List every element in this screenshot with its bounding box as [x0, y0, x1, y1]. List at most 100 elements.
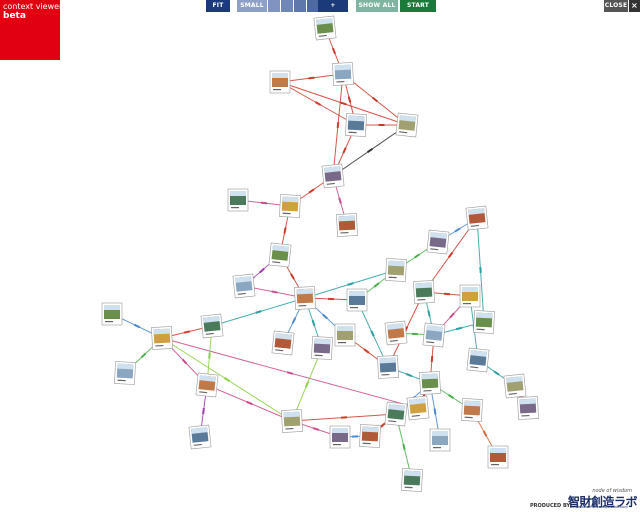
link-direction-marker	[479, 266, 482, 274]
photo-node[interactable]	[503, 373, 527, 399]
link-direction-marker	[363, 348, 370, 354]
photo-node[interactable]	[321, 163, 345, 189]
photo-sky	[272, 73, 288, 78]
link-direction-marker	[380, 422, 386, 428]
photo-node[interactable]	[459, 284, 481, 308]
size-step-4[interactable]	[307, 0, 319, 12]
link-direction-marker	[427, 310, 431, 317]
photo-sky	[388, 260, 405, 267]
size-step-1[interactable]	[268, 0, 280, 12]
photo-node[interactable]	[377, 355, 399, 379]
photo-sky	[387, 323, 404, 330]
photo-node[interactable]	[401, 468, 423, 492]
link-direction-marker	[447, 251, 454, 259]
link-direction-marker	[336, 121, 340, 129]
photo-node[interactable]	[311, 336, 333, 360]
photo-node[interactable]	[195, 372, 219, 398]
photo-node[interactable]	[101, 302, 123, 326]
photo-node[interactable]	[426, 229, 450, 255]
photo-node[interactable]	[200, 313, 224, 339]
photo-node[interactable]	[329, 425, 351, 449]
photo-node[interactable]	[346, 288, 368, 312]
link-direction-marker	[259, 267, 265, 274]
size-step-2[interactable]	[281, 0, 293, 12]
link-direction-marker	[246, 400, 253, 406]
link-direction-marker	[308, 76, 315, 80]
photo-node[interactable]	[151, 326, 173, 350]
photo-caption-mark	[273, 89, 281, 91]
photo-caption-mark	[336, 80, 345, 83]
photo-sky	[462, 287, 478, 292]
photo-caption-mark	[389, 339, 398, 342]
photo-node[interactable]	[487, 445, 509, 469]
photo-node[interactable]	[334, 323, 356, 347]
photo-node[interactable]	[384, 401, 408, 427]
photo-caption-mark	[476, 328, 485, 331]
photo-caption-mark	[388, 420, 397, 423]
photo-node[interactable]	[345, 113, 367, 137]
photo-sky	[362, 426, 379, 433]
photo-sky	[432, 431, 448, 436]
photo-caption-mark	[314, 354, 323, 357]
photo-node[interactable]	[114, 361, 136, 385]
photo-node[interactable]	[269, 70, 291, 94]
photo-node[interactable]	[461, 398, 483, 422]
link-direction-marker	[223, 377, 231, 382]
show-all-link-button[interactable]: SHOW ALL LINK	[356, 0, 398, 21]
link-direction-marker	[308, 188, 315, 194]
photo-node[interactable]	[313, 15, 337, 41]
photo-node[interactable]	[271, 330, 295, 356]
photo-sky	[519, 398, 536, 405]
photo-caption-mark	[399, 131, 408, 134]
link-direction-marker	[140, 352, 147, 359]
photo-sky	[272, 245, 289, 252]
photo-node[interactable]	[227, 188, 249, 212]
photo-node[interactable]	[281, 409, 303, 433]
close-icon[interactable]: ×	[629, 0, 640, 12]
link-direction-marker	[290, 273, 295, 280]
link-direction-marker	[255, 310, 262, 314]
photo-node[interactable]	[384, 320, 408, 346]
photo-sky	[506, 376, 523, 383]
fit-button[interactable]: FIT	[206, 0, 230, 12]
photo-node[interactable]	[429, 428, 451, 452]
photo-node[interactable]	[385, 258, 407, 282]
photo-node[interactable]	[279, 194, 301, 218]
photo-node[interactable]	[473, 310, 495, 334]
photo-node[interactable]	[517, 396, 539, 420]
photo-caption-mark	[362, 442, 371, 445]
link-direction-marker	[283, 227, 287, 234]
photo-node[interactable]	[268, 242, 292, 268]
photo-node[interactable]	[466, 347, 490, 373]
photo-caption-mark	[470, 366, 479, 369]
photo-sky	[283, 411, 300, 418]
photo-node[interactable]	[395, 112, 419, 138]
photo-sky	[230, 191, 246, 196]
photo-node[interactable]	[359, 424, 381, 448]
photo-node[interactable]	[422, 322, 446, 348]
photo-caption-mark	[388, 276, 397, 279]
photo-caption-mark	[275, 349, 284, 352]
photo-node[interactable]	[294, 286, 316, 310]
photo-node[interactable]	[332, 62, 354, 86]
photo-caption-mark	[193, 443, 202, 446]
photo-sky	[349, 291, 365, 296]
photo-sky	[476, 312, 493, 319]
photo-caption-mark	[350, 307, 358, 309]
photo-node[interactable]	[465, 205, 489, 231]
size-small-button[interactable]: SMALL +	[237, 0, 267, 21]
photo-node[interactable]	[188, 424, 212, 450]
photo-caption-mark	[298, 304, 307, 307]
photo-node[interactable]	[419, 371, 441, 395]
photo-node[interactable]	[336, 213, 358, 237]
link-direction-marker	[340, 101, 347, 106]
close-button[interactable]: CLOSE	[604, 0, 628, 12]
photo-node[interactable]	[406, 395, 430, 421]
photo-caption-mark	[205, 332, 214, 335]
photo-node[interactable]	[232, 273, 256, 299]
size-step-3[interactable]	[294, 0, 306, 12]
photo-node[interactable]	[413, 280, 435, 304]
start-tour-button[interactable]: START TOUR	[400, 0, 436, 21]
link-direction-marker	[493, 370, 500, 376]
